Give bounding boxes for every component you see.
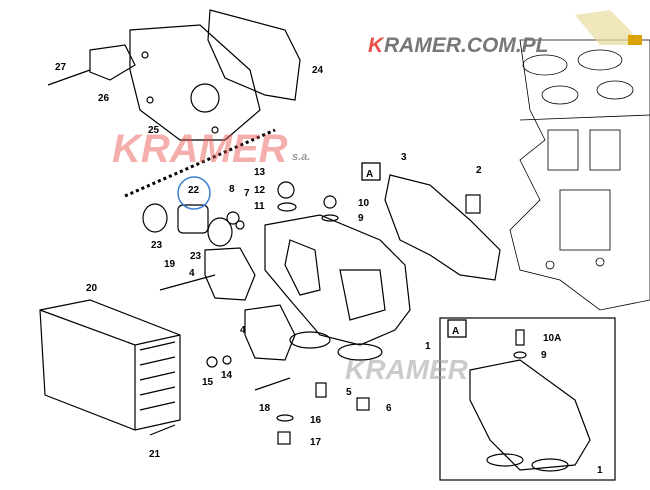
watermark-center-suffix: s.a. — [292, 151, 310, 163]
callout-13: 13 — [254, 167, 266, 178]
callout-19: 19 — [164, 259, 176, 270]
bracket-part — [89, 44, 136, 81]
filter-insert-part — [142, 181, 339, 247]
sensor-part — [465, 194, 481, 214]
excavator-cab-icon — [628, 35, 642, 45]
callout-5: 5 — [346, 387, 352, 398]
gasket-3-part — [384, 174, 501, 281]
callout-7: 7 — [244, 188, 250, 199]
callout-labels: 27 26 25 24 3 2 13 12 11 8 7 22 10 9 23 … — [55, 62, 603, 476]
callout-25: 25 — [148, 125, 160, 136]
callout-26: 26 — [98, 93, 110, 104]
callout-15: 15 — [202, 377, 214, 388]
callout-23-b: 23 — [190, 251, 202, 262]
watermark-top-rest: RAMER.COM.PL — [384, 34, 549, 57]
callout-3: 3 — [401, 152, 407, 163]
inset-label-a: A — [452, 326, 459, 337]
engine-block-drawing — [509, 39, 650, 311]
detail-label-a: A — [366, 169, 373, 180]
cover-plate-part — [129, 24, 261, 141]
highlight-circle — [177, 176, 211, 210]
detail-inset — [439, 317, 616, 481]
callout-21: 21 — [149, 449, 161, 460]
callout-12: 12 — [254, 185, 266, 196]
gasket-4-upper — [204, 247, 256, 301]
callout-4-b: 4 — [240, 325, 246, 336]
watermark-bottom: KRAMER — [345, 354, 469, 385]
inset-label-a-box — [447, 319, 467, 338]
callout-16: 16 — [310, 415, 322, 426]
oil-cooler-part — [39, 299, 181, 431]
detail-label-a-box — [361, 162, 381, 181]
gasket-part — [207, 9, 301, 101]
callout-9: 9 — [358, 213, 364, 224]
callout-2: 2 — [476, 165, 482, 176]
callout-10: 10 — [358, 198, 370, 209]
bolt-27 — [47, 69, 91, 86]
callout-1-inset: 1 — [597, 465, 603, 476]
callout-8: 8 — [229, 184, 235, 195]
callout-10a: 10A — [543, 333, 561, 344]
callout-11: 11 — [254, 201, 265, 212]
watermark-center: KRAMER — [112, 127, 288, 171]
callout-9-inset: 9 — [541, 350, 547, 361]
callout-18: 18 — [259, 403, 271, 414]
callout-1: 1 — [425, 341, 431, 352]
callout-23: 23 — [151, 240, 163, 251]
watermark-top: K RAMER.COM.PL — [368, 10, 642, 57]
gasket-4-lower — [244, 304, 296, 361]
watermark-top-k: K — [368, 34, 385, 57]
excavator-logo-icon — [575, 10, 640, 45]
bolts — [149, 274, 370, 445]
callout-17: 17 — [310, 437, 322, 448]
callout-22: 22 — [188, 185, 200, 196]
callout-6: 6 — [386, 403, 392, 414]
callout-20: 20 — [86, 283, 98, 294]
callout-4: 4 — [189, 268, 195, 279]
callout-14: 14 — [221, 370, 233, 381]
callout-24: 24 — [312, 65, 324, 76]
callout-27: 27 — [55, 62, 67, 73]
oil-filter-housing-part — [264, 214, 411, 361]
